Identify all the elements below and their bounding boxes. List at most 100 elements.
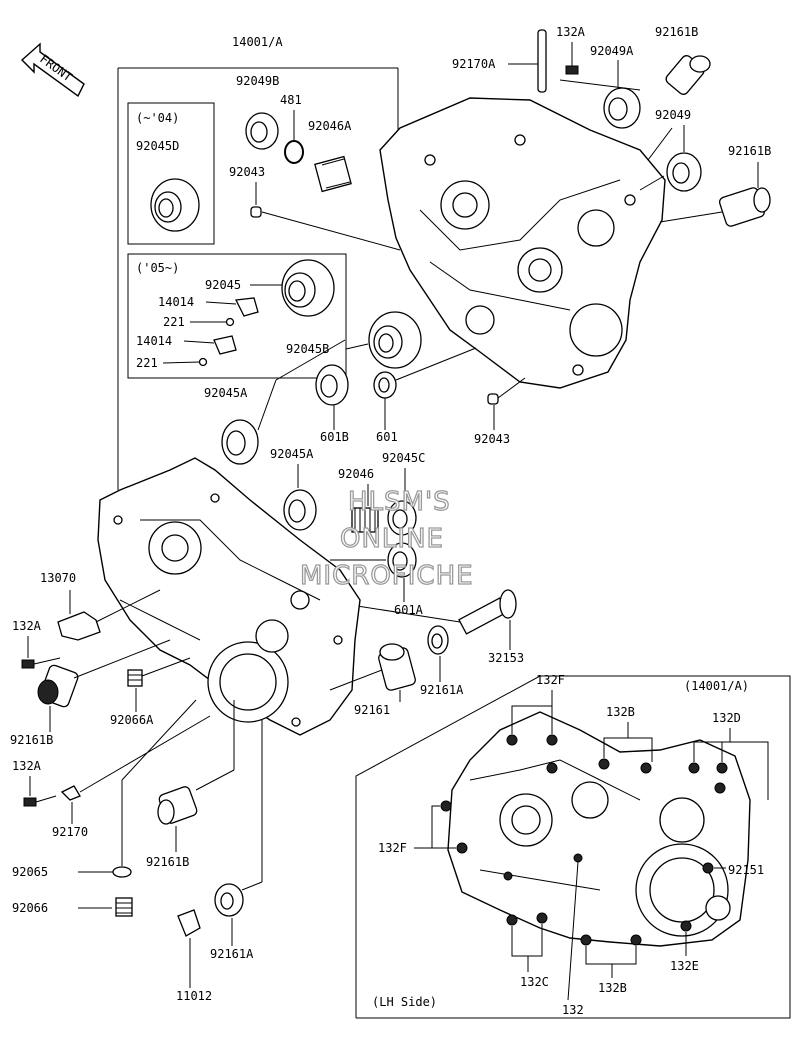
dowel-92161b-top-icon — [665, 55, 711, 95]
bolt-132a-left-icon — [21, 657, 61, 669]
front-arrow-icon: FRONT — [20, 42, 85, 98]
label-92065: 92065 — [12, 865, 48, 879]
label-92161a-center: 92161A — [420, 683, 464, 697]
plate-14014-b-icon — [213, 335, 237, 355]
label-92161b-low: 92161B — [146, 855, 189, 869]
label-92046: 92046 — [338, 467, 374, 481]
watermark-line3: MICROFICHE — [300, 561, 474, 591]
bearing-601a-icon — [387, 542, 417, 578]
bearing-92045a-mid-icon — [283, 489, 317, 531]
band-92170a-icon — [537, 29, 547, 93]
plug-92066a-icon — [127, 669, 143, 687]
bearing-92045c-icon — [387, 500, 417, 536]
label-601b: 601B — [320, 430, 349, 444]
label-132a-left: 132A — [12, 619, 42, 633]
bolt-132a-top-icon — [565, 42, 579, 75]
label-92161b-left: 92161B — [10, 733, 53, 747]
label-32153: 32153 — [488, 651, 524, 665]
label-92170: 92170 — [52, 825, 88, 839]
label-year-new: ('05~) — [136, 261, 179, 275]
label-132a-top: 132A — [556, 25, 586, 39]
dowel-92043-top-icon — [250, 206, 262, 218]
label-92049: 92049 — [655, 108, 691, 122]
inset-label-132f-top: 132F — [536, 673, 565, 687]
label-92066a: 92066A — [110, 713, 154, 727]
snap-ring-481-icon — [284, 140, 304, 164]
bearing-92049a-icon — [603, 87, 641, 129]
label-92170a: 92170A — [452, 57, 496, 71]
inset-label-132c: 132C — [520, 975, 549, 989]
bearing-92045a-top-icon — [221, 419, 259, 465]
screw-221-a-icon — [225, 317, 235, 327]
label-14014-b: 14014 — [136, 334, 172, 348]
label-92045c: 92045C — [382, 451, 425, 465]
gasket-11012-icon — [177, 909, 201, 937]
inset-label-132f-left: 132F — [378, 841, 407, 855]
watermark-line1: HLSM'S — [348, 487, 451, 517]
crankcase-left-half — [97, 457, 361, 736]
plug-92066-icon — [115, 897, 133, 917]
label-92161: 92161 — [354, 703, 390, 717]
inset-label-132e: 132E — [670, 959, 699, 973]
inset-side-label: (LH Side) — [372, 995, 437, 1009]
washer-92065-icon — [112, 866, 132, 878]
dowel-92161b-left-icon — [37, 664, 79, 708]
inset-label-132b-top: 132B — [606, 705, 635, 719]
label-601: 601 — [376, 430, 398, 444]
label-601a: 601A — [394, 603, 424, 617]
label-92045a-top: 92045A — [204, 386, 248, 400]
inset-title: (14001/A) — [684, 679, 749, 693]
label-92045b: 92045B — [286, 342, 329, 356]
inset-label-132d: 132D — [712, 711, 741, 725]
label-92161b-top: 92161B — [655, 25, 698, 39]
label-14014-a: 14014 — [158, 295, 194, 309]
watermark-line2: ONLINE — [340, 524, 444, 554]
plate-14014-a-icon — [235, 297, 259, 317]
dowel-92161b-right-icon — [718, 187, 771, 227]
label-92049a: 92049A — [590, 44, 634, 58]
bearing-92045-icon — [281, 259, 335, 317]
seal-601-icon — [373, 371, 397, 399]
bearing-92045d-icon — [150, 178, 200, 232]
inset-label-132b-bottom: 132B — [598, 981, 627, 995]
bearing-92049b-icon — [245, 112, 279, 150]
dowel-92043-right-icon — [487, 393, 499, 405]
clamp-92170-icon — [60, 785, 81, 801]
label-221-a: 221 — [163, 315, 185, 329]
inset-label-92151: 92151 — [728, 863, 764, 877]
screw-221-b-icon — [198, 357, 208, 367]
dowel-92161-icon — [378, 643, 416, 691]
inset-label-132: 132 — [562, 1003, 584, 1017]
label-92049b: 92049B — [236, 74, 279, 88]
label-92066: 92066 — [12, 901, 48, 915]
label-92045: 92045 — [205, 278, 241, 292]
label-221-b: 221 — [136, 356, 158, 370]
bolt-hole-markers — [440, 734, 728, 946]
label-92046a: 92046A — [308, 119, 352, 133]
watermark: HLSM'S ONLINE MICROFICHE — [299, 486, 474, 591]
needle-bearing-92046-icon — [351, 507, 379, 533]
label-92161b-right: 92161B — [728, 144, 771, 158]
bearing-92045b-icon — [368, 311, 422, 369]
needle-bearing-92046a-icon — [314, 155, 352, 193]
label-92161a-low: 92161A — [210, 947, 254, 961]
assembly-bracket: 14001/A — [117, 35, 399, 490]
label-92045a-mid: 92045A — [270, 447, 314, 461]
label-92043-right: 92043 — [474, 432, 510, 446]
pipe-32153-icon — [458, 589, 517, 635]
label-year-old: (~'04) — [136, 111, 179, 125]
box-until-2004: (~'04) 92045D — [127, 102, 215, 245]
box-from-2005: ('05~) 92045 14014 221 14014 221 — [127, 253, 347, 379]
bearing-92049-icon — [666, 152, 702, 192]
label-132a-low: 132A — [12, 759, 42, 773]
label-92043-top: 92043 — [229, 165, 265, 179]
dowel-92161b-low-icon — [157, 786, 198, 825]
label-92045d: 92045D — [136, 139, 179, 153]
cover-13070-icon — [57, 611, 101, 641]
label-13070: 13070 — [40, 571, 76, 585]
crankcase-right-half — [379, 97, 666, 389]
bolt-132a-low-icon — [23, 795, 57, 807]
label-11012: 11012 — [176, 989, 212, 1003]
label-481: 481 — [280, 93, 302, 107]
